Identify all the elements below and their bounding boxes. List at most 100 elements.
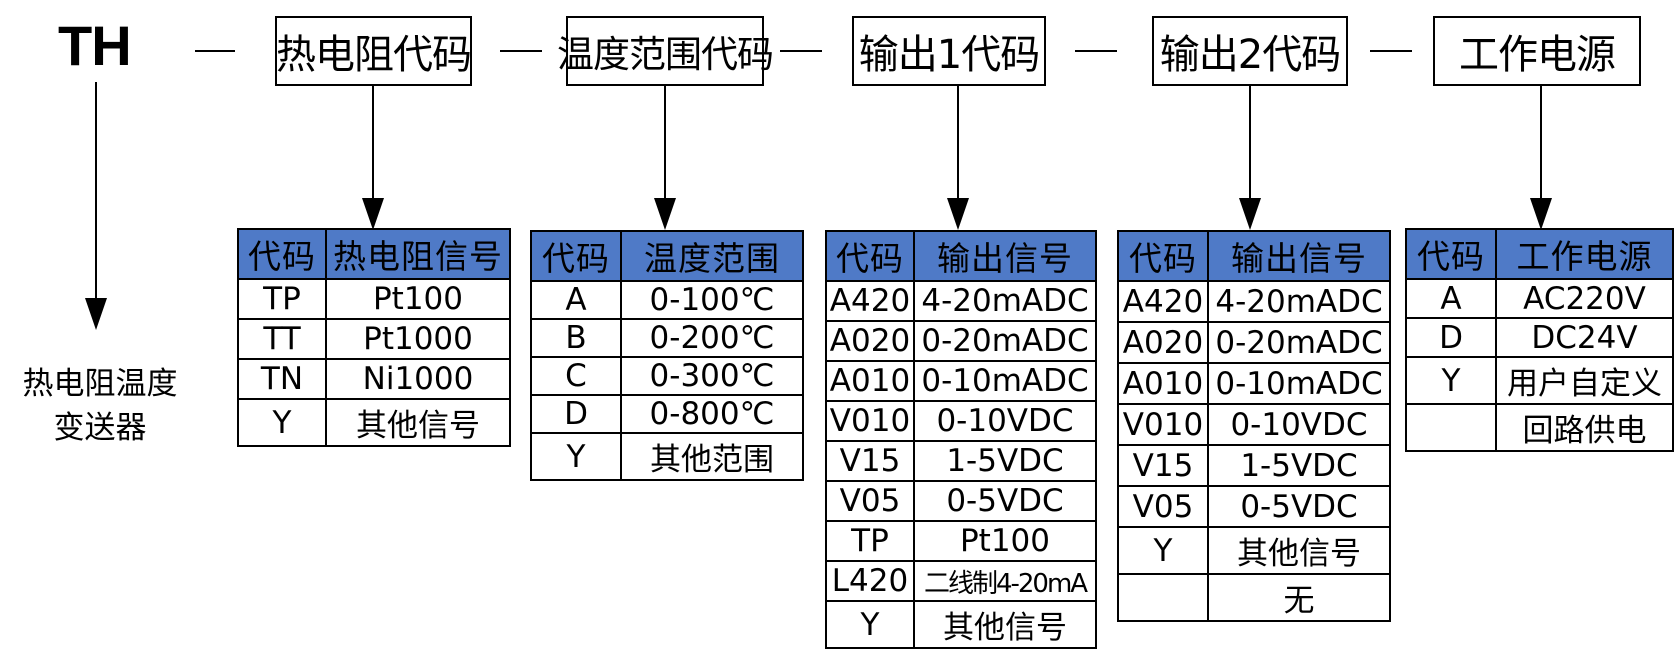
value-cell: 用户自定义	[1495, 356, 1674, 405]
code-cell: Y	[1117, 526, 1209, 575]
separator-dash	[780, 50, 822, 52]
table-header-row: 代码 输出信号	[1117, 230, 1391, 282]
header-power: 工作电源	[1495, 228, 1674, 280]
table-row: A420 4-20mADC	[825, 280, 1097, 322]
connector-line-power	[1540, 86, 1542, 200]
table-row: TT Pt1000	[237, 318, 511, 360]
table-row: A010 0-10mADC	[825, 360, 1097, 402]
table-row: A 0-100℃	[530, 280, 804, 320]
connector-line-output2	[1249, 86, 1251, 200]
separator-dash	[1075, 50, 1117, 52]
table-row: 回路供电	[1405, 403, 1674, 452]
prefix-arrowhead	[85, 298, 107, 330]
header-code: 代码	[530, 230, 622, 282]
connector-line-rtd	[372, 86, 374, 200]
code-cell: Y	[237, 398, 327, 447]
table-row: D DC24V	[1405, 317, 1674, 358]
connector-line-range	[664, 86, 666, 200]
table-row: V05 0-5VDC	[825, 480, 1097, 522]
value-cell: AC220V	[1495, 278, 1674, 319]
value-cell: 0-20mADC	[913, 320, 1097, 362]
header-code: 代码	[1117, 230, 1209, 282]
header-signal: 输出信号	[1207, 230, 1391, 282]
code-cell: TP	[825, 520, 915, 562]
code-cell: C	[530, 356, 622, 396]
table-row: A420 4-20mADC	[1117, 280, 1391, 323]
value-cell: 0-800℃	[620, 394, 804, 434]
table-row: Y 其他信号	[237, 398, 511, 447]
table-row: 无	[1117, 573, 1391, 622]
output2-signal-table: 代码 输出信号 A420 4-20mADC A020 0-20mADC A010…	[1117, 230, 1391, 622]
code-cell: L420	[825, 560, 915, 602]
table-header-row: 代码 工作电源	[1405, 228, 1674, 280]
model-prefix: TH	[58, 14, 132, 77]
value-cell: Pt100	[913, 520, 1097, 562]
header-signal: 热电阻信号	[325, 228, 511, 280]
table-row: C 0-300℃	[530, 356, 804, 396]
table-row: V15 1-5VDC	[1117, 444, 1391, 487]
code-cell: V05	[1117, 485, 1209, 528]
value-cell: 1-5VDC	[913, 440, 1097, 482]
table-row: V010 0-10VDC	[825, 400, 1097, 442]
code-cell: A010	[1117, 362, 1209, 405]
table-header-row: 代码 温度范围	[530, 230, 804, 282]
table-row: Y 其他信号	[1117, 526, 1391, 575]
table-row: D 0-800℃	[530, 394, 804, 434]
table-row: TN Ni1000	[237, 358, 511, 400]
value-cell: 二线制4-20mA	[913, 560, 1097, 602]
value-cell: 其他范围	[620, 432, 804, 481]
value-cell: 其他信号	[913, 600, 1097, 649]
product-name-line2: 变送器	[53, 410, 147, 446]
rtd-signal-table: 代码 热电阻信号 TP Pt100 TT Pt1000 TN Ni1000 Y …	[237, 228, 511, 447]
header-code: 代码	[237, 228, 327, 280]
code-cell: A420	[825, 280, 915, 322]
code-cell	[1405, 403, 1497, 452]
table-row: A020 0-20mADC	[825, 320, 1097, 362]
code-cell: A020	[825, 320, 915, 362]
code-cell: V15	[825, 440, 915, 482]
value-cell: 0-10VDC	[913, 400, 1097, 442]
code-cell: TN	[237, 358, 327, 400]
value-cell: Pt100	[325, 278, 511, 320]
value-cell: 0-20mADC	[1207, 321, 1391, 364]
code-box-output1: 输出1代码	[852, 16, 1046, 86]
code-cell: A	[1405, 278, 1497, 319]
connector-arrowhead-rtd	[362, 198, 384, 230]
code-cell: V05	[825, 480, 915, 522]
table-row: V05 0-5VDC	[1117, 485, 1391, 528]
value-cell: 0-5VDC	[913, 480, 1097, 522]
code-cell: V010	[825, 400, 915, 442]
table-row: A AC220V	[1405, 278, 1674, 319]
output1-signal-table: 代码 输出信号 A420 4-20mADC A020 0-20mADC A010…	[825, 230, 1097, 649]
header-range: 温度范围	[620, 230, 804, 282]
table-header-row: 代码 输出信号	[825, 230, 1097, 282]
code-cell: D	[1405, 317, 1497, 358]
code-cell: TT	[237, 318, 327, 360]
value-cell: 0-300℃	[620, 356, 804, 396]
table-row: TP Pt100	[825, 520, 1097, 562]
value-cell: Pt1000	[325, 318, 511, 360]
prefix-arrow-line	[95, 82, 97, 300]
header-code: 代码	[1405, 228, 1497, 280]
code-box-output2: 输出2代码	[1152, 16, 1348, 86]
value-cell: 0-10VDC	[1207, 403, 1391, 446]
code-cell: Y	[530, 432, 622, 481]
value-cell: 1-5VDC	[1207, 444, 1391, 487]
code-cell: D	[530, 394, 622, 434]
separator-dash	[500, 50, 542, 52]
product-name-line1: 热电阻温度	[22, 366, 178, 402]
code-cell: A	[530, 280, 622, 320]
table-row: L420 二线制4-20mA	[825, 560, 1097, 602]
separator-dash	[1370, 50, 1412, 52]
table-row: Y 其他信号	[825, 600, 1097, 649]
table-row: TP Pt100	[237, 278, 511, 320]
value-cell: 其他信号	[325, 398, 511, 447]
value-cell: 无	[1207, 573, 1391, 622]
header-code: 代码	[825, 230, 915, 282]
code-cell: A010	[825, 360, 915, 402]
connector-line-output1	[957, 86, 959, 200]
connector-arrowhead-output1	[947, 198, 969, 230]
value-cell: 4-20mADC	[1207, 280, 1391, 323]
value-cell: 0-100℃	[620, 280, 804, 320]
value-cell: 4-20mADC	[913, 280, 1097, 322]
